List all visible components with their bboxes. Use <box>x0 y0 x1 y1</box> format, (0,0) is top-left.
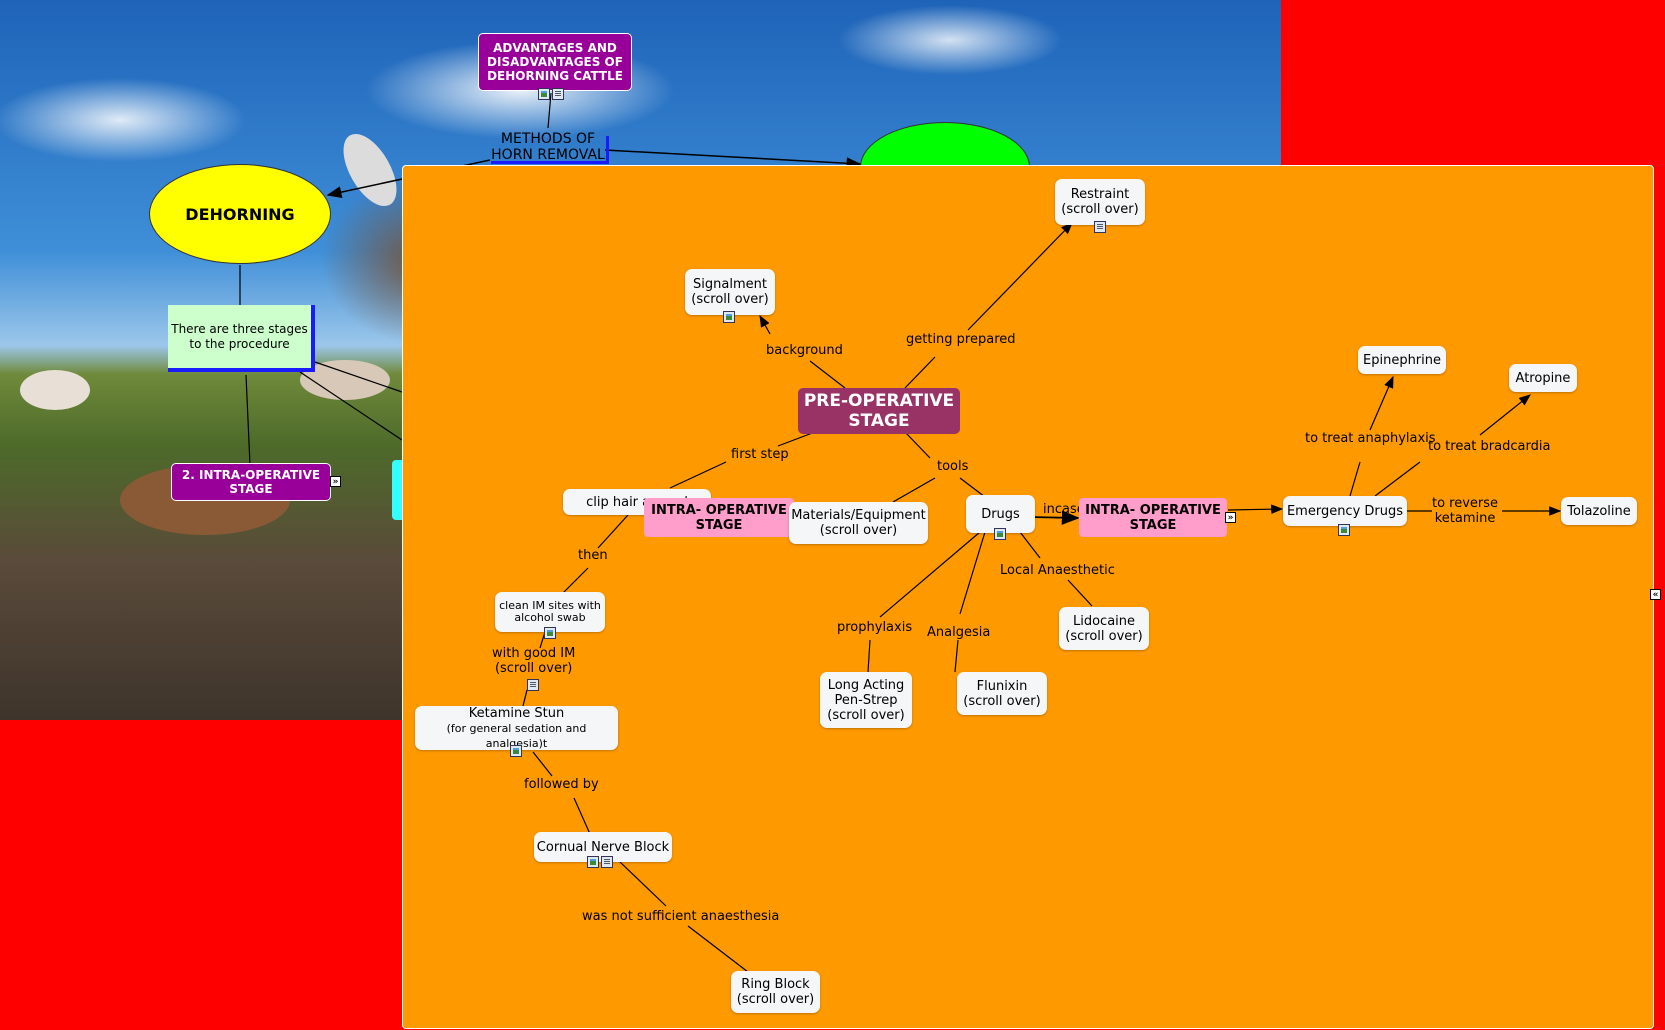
bradcardia-label: to treat bradcardia <box>1428 439 1551 454</box>
ketamine-icons <box>510 745 522 757</box>
dehorning-label: DEHORNING <box>185 204 295 224</box>
signalment-node[interactable]: Signalment (scroll over) <box>685 269 775 315</box>
restraint-icons <box>1094 221 1106 233</box>
clean-im-node[interactable]: clean IM sites with alcohol swab <box>495 592 605 632</box>
clean-im-label: clean IM sites with alcohol swab <box>499 599 601 624</box>
ketamine-title: Ketamine Stun <box>468 705 565 721</box>
restraint-label: Restraint (scroll over) <box>1061 187 1139 217</box>
materials-node[interactable]: Materials/Equipment (scroll over) <box>789 502 928 544</box>
good-im-label: with good IM (scroll over) <box>492 646 576 676</box>
ring-block-label: Ring Block (scroll over) <box>736 977 815 1007</box>
cow-shape <box>300 360 390 400</box>
analgesia-label: Analgesia <box>927 625 991 640</box>
three-stages-label: There are three stages to the procedure <box>171 321 308 351</box>
signalment-icons <box>723 311 735 323</box>
signalment-label: Signalment (scroll over) <box>691 277 769 307</box>
expand-arrows-icon[interactable]: » <box>330 476 341 487</box>
intra-op-right-node[interactable]: INTRA- OPERATIVE STAGE <box>1079 498 1227 537</box>
intra-op-left-node[interactable]: INTRA- OPERATIVE STAGE <box>644 498 794 537</box>
methods-label: METHODS OF HORN REMOVAL <box>491 131 605 163</box>
emergency-drugs-label: Emergency Drugs <box>1286 503 1404 519</box>
image-icon[interactable] <box>723 311 735 323</box>
atropine-label: Atropine <box>1515 370 1571 386</box>
image-icon[interactable] <box>538 88 550 100</box>
document-icon[interactable] <box>527 679 539 691</box>
first-step-label: first step <box>731 447 789 462</box>
reverse-ketamine-label: to reverse ketamine <box>1432 496 1499 526</box>
cow-shape <box>20 370 90 410</box>
expand-arrows-icon[interactable]: » <box>1225 512 1236 523</box>
atropine-node[interactable]: Atropine <box>1509 364 1577 392</box>
anaphylaxis-label: to treat anaphylaxis <box>1305 431 1436 446</box>
incase-label: incase <box>1043 502 1085 517</box>
advantages-label: ADVANTAGES AND DISADVANTAGES OF DEHORNIN… <box>487 41 623 83</box>
collapse-arrows-icon[interactable]: « <box>1650 589 1661 600</box>
intra-op-right-label: INTRA- OPERATIVE STAGE <box>1085 502 1221 533</box>
emergency-drugs-icons <box>1338 524 1350 536</box>
emergency-drugs-node[interactable]: Emergency Drugs <box>1283 496 1407 526</box>
prophylaxis-label: prophylaxis <box>837 620 913 635</box>
ring-block-node[interactable]: Ring Block (scroll over) <box>731 971 820 1013</box>
pen-strep-label: Long Acting Pen-Strep (scroll over) <box>827 677 905 723</box>
epinephrine-label: Epinephrine <box>1363 352 1441 368</box>
drugs-node[interactable]: Drugs <box>966 495 1035 533</box>
lidocaine-label: Lidocaine (scroll over) <box>1065 613 1143 644</box>
good-im-icons <box>527 679 539 691</box>
pre-operative-panel <box>402 165 1654 1029</box>
cornual-label: Cornual Nerve Block <box>536 839 670 855</box>
image-icon[interactable] <box>1338 524 1350 536</box>
followed-by-label: followed by <box>524 777 599 792</box>
pre-operative-label: PRE-OPERATIVE STAGE <box>803 391 955 431</box>
drugs-icons <box>994 528 1006 540</box>
not-sufficient-label: was not sufficient anaesthesia <box>582 909 780 924</box>
three-stages-node[interactable]: There are three stages to the procedure <box>168 305 315 372</box>
flunixin-node[interactable]: Flunixin (scroll over) <box>957 672 1047 715</box>
dehorning-node[interactable]: DEHORNING <box>149 164 331 264</box>
clean-im-icons <box>544 627 556 639</box>
pre-operative-node[interactable]: PRE-OPERATIVE STAGE <box>798 388 960 434</box>
document-icon[interactable] <box>601 856 613 868</box>
ketamine-subtitle: (for general sedation and analgesia)t <box>446 721 587 750</box>
materials-label: Materials/Equipment (scroll over) <box>791 508 926 538</box>
drugs-label: Drugs <box>981 506 1020 522</box>
epinephrine-node[interactable]: Epinephrine <box>1358 346 1446 374</box>
local-anaesthetic-label: Local Anaesthetic <box>1000 563 1115 578</box>
tools-label: tools <box>937 459 969 474</box>
tolazoline-label: Tolazoline <box>1567 503 1631 519</box>
image-icon[interactable] <box>994 528 1006 540</box>
flunixin-label: Flunixin (scroll over) <box>963 678 1041 709</box>
getting-prepared-label: getting prepared <box>906 332 1016 347</box>
lidocaine-node[interactable]: Lidocaine (scroll over) <box>1059 607 1149 650</box>
restraint-node[interactable]: Restraint (scroll over) <box>1055 179 1145 225</box>
intra-op-stage-node[interactable]: 2. INTRA-OPERATIVE STAGE <box>171 463 331 501</box>
tolazoline-node[interactable]: Tolazoline <box>1561 497 1637 525</box>
image-icon[interactable] <box>587 856 599 868</box>
then-label: then <box>578 548 608 563</box>
background-label: background <box>766 343 843 358</box>
ketamine-node[interactable]: Ketamine Stun (for general sedation and … <box>415 706 618 750</box>
pen-strep-node[interactable]: Long Acting Pen-Strep (scroll over) <box>820 672 912 728</box>
advantages-icons <box>538 88 564 100</box>
document-icon[interactable] <box>1094 221 1106 233</box>
image-icon[interactable] <box>510 745 522 757</box>
intra-op-stage-label: 2. INTRA-OPERATIVE STAGE <box>181 468 321 496</box>
intra-op-left-label: INTRA- OPERATIVE STAGE <box>651 502 787 533</box>
methods-rightline <box>606 136 609 164</box>
methods-underline <box>491 161 608 164</box>
cornual-icons <box>587 856 613 868</box>
document-icon[interactable] <box>552 88 564 100</box>
image-icon[interactable] <box>544 627 556 639</box>
